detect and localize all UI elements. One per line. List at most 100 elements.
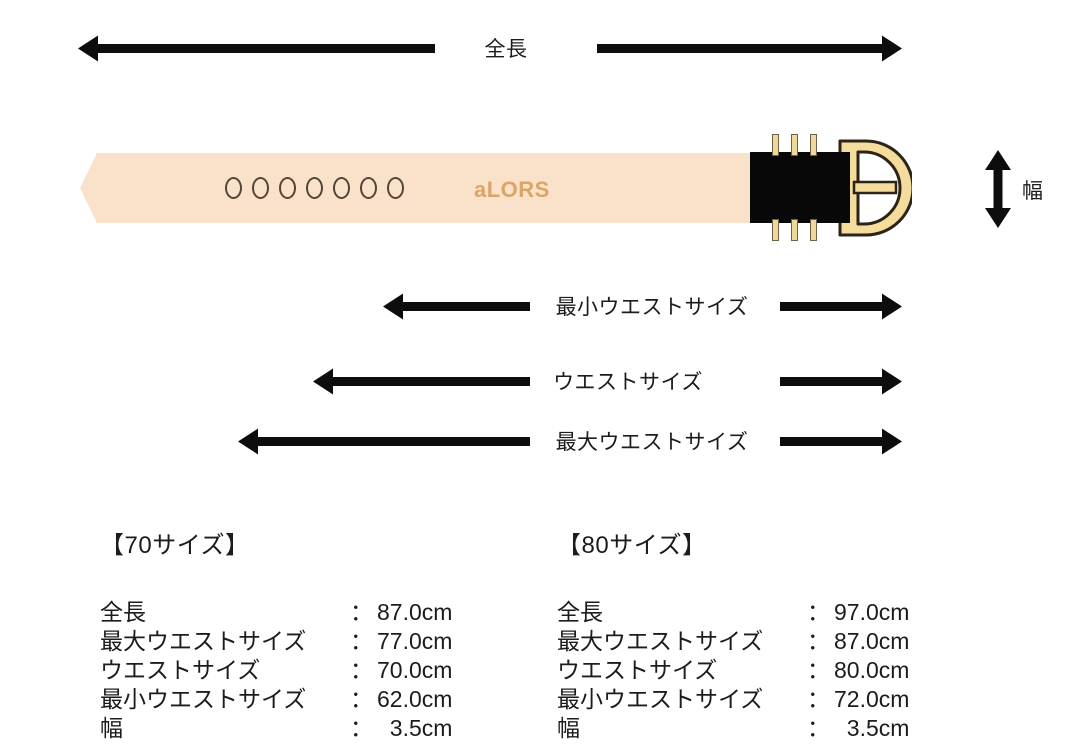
waist-right-arrow	[780, 368, 902, 394]
arrowhead-down-icon	[985, 208, 1011, 228]
belt-stitch-top	[791, 134, 798, 156]
belt-stitch-bottom	[772, 219, 779, 241]
arrow-shaft	[597, 43, 884, 53]
spec-row: 幅 ： 3.5cm	[100, 714, 452, 743]
arrow-shaft	[256, 436, 530, 446]
belt-buckle-dring-icon	[838, 139, 912, 237]
spec-value: 87.0cm	[834, 628, 910, 654]
spec-label: 最大ウエストサイズ	[557, 628, 764, 654]
spec-value: 77.0cm	[377, 628, 453, 654]
spec-value: 70.0cm	[377, 657, 453, 683]
arrow-shaft	[96, 43, 435, 53]
spec-block-80: 【80サイズ】 全長 ： 97.0cm 最大ウエストサイズ ： 87.0cm ウ…	[557, 525, 909, 743]
belt-hole	[306, 177, 323, 199]
min-waist-label: 最小ウエストサイズ	[555, 296, 749, 319]
belt-stitch-bottom	[810, 219, 817, 241]
max-waist-left-arrow	[238, 428, 530, 454]
total-length-right-arrow	[597, 35, 902, 61]
spec-value: 80.0cm	[834, 657, 910, 683]
spec-row: ウエストサイズ ： 80.0cm	[557, 656, 909, 685]
arrowhead-left-icon	[383, 293, 403, 319]
spec-table-70: 全長 ： 87.0cm 最大ウエストサイズ ： 77.0cm ウエストサイズ ：…	[100, 598, 452, 743]
width-indicator-arrow	[985, 150, 1011, 228]
belt-hole	[387, 177, 404, 199]
spec-row: 最小ウエストサイズ ： 62.0cm	[100, 685, 452, 714]
arrow-shaft	[780, 376, 884, 386]
spec-label: 幅	[100, 715, 123, 741]
arrowhead-right-icon	[882, 293, 902, 319]
belt-stitch-top	[772, 134, 779, 156]
spec-label: 全長	[100, 599, 146, 625]
spec-value: 97.0cm	[834, 599, 910, 625]
spec-heading-80: 【80サイズ】	[557, 532, 707, 559]
spec-value: 3.5cm	[846, 715, 910, 741]
spec-row: 全長 ： 97.0cm	[557, 598, 909, 627]
width-indicator-label: 幅	[1022, 180, 1043, 203]
dimension-row-max-waist: 最大ウエストサイズ	[0, 426, 1080, 456]
spec-value: 72.0cm	[834, 686, 910, 712]
spec-label: 幅	[557, 715, 580, 741]
spec-colon: ：	[350, 715, 373, 741]
spec-label: 最小ウエストサイズ	[557, 686, 764, 712]
dimension-row-waist: ウエストサイズ	[0, 366, 1080, 396]
dimension-row-total-length: 全長	[0, 33, 1080, 63]
arrowhead-left-icon	[78, 35, 98, 61]
spec-colon: ：	[807, 599, 830, 625]
spec-row: 最大ウエストサイズ ： 77.0cm	[100, 627, 452, 656]
waist-left-arrow	[313, 368, 530, 394]
spec-table-80: 全長 ： 97.0cm 最大ウエストサイズ ： 87.0cm ウエストサイズ ：…	[557, 598, 909, 743]
spec-colon: ：	[350, 686, 373, 712]
belt-brand-text: aLORS	[474, 177, 550, 202]
min-waist-right-arrow	[780, 293, 902, 319]
spec-value: 87.0cm	[377, 599, 453, 625]
spec-colon: ：	[350, 599, 373, 625]
belt-hole	[279, 177, 296, 199]
max-waist-label: 最大ウエストサイズ	[555, 431, 749, 454]
spec-label: ウエストサイズ	[100, 657, 261, 683]
spec-colon: ：	[807, 715, 830, 741]
belt-keeper-overlap	[820, 152, 850, 223]
arrow-shaft	[331, 376, 530, 386]
total-length-label: 全長	[484, 38, 528, 61]
spec-block-70: 【70サイズ】 全長 ： 87.0cm 最大ウエストサイズ ： 77.0cm ウ…	[100, 525, 452, 743]
spec-row: 最大ウエストサイズ ： 87.0cm	[557, 627, 909, 656]
spec-value: 62.0cm	[377, 686, 453, 712]
waist-label: ウエストサイズ	[553, 371, 703, 394]
spec-label: 全長	[557, 599, 603, 625]
spec-row: 全長 ： 87.0cm	[100, 598, 452, 627]
spec-colon: ：	[807, 628, 830, 654]
spec-label: 最小ウエストサイズ	[100, 686, 307, 712]
belt-hole	[252, 177, 269, 199]
belt-hole	[225, 177, 242, 199]
min-waist-left-arrow	[383, 293, 530, 319]
spec-colon: ：	[807, 657, 830, 683]
total-length-left-arrow	[78, 35, 435, 61]
belt-hole	[333, 177, 350, 199]
arrowhead-left-icon	[313, 368, 333, 394]
spec-colon: ：	[807, 686, 830, 712]
belt-hole	[360, 177, 377, 199]
belt-stitch-top	[810, 134, 817, 156]
arrow-shaft	[780, 301, 884, 311]
belt-strap-body	[96, 153, 776, 223]
belt-tip	[80, 153, 97, 223]
spec-row: ウエストサイズ ： 70.0cm	[100, 656, 452, 685]
arrowhead-right-icon	[882, 428, 902, 454]
max-waist-right-arrow	[780, 428, 902, 454]
spec-colon: ：	[350, 628, 373, 654]
arrowhead-right-icon	[882, 35, 902, 61]
spec-heading-70: 【70サイズ】	[100, 532, 250, 559]
dimension-row-min-waist: 最小ウエストサイズ	[0, 291, 1080, 321]
arrowhead-left-icon	[238, 428, 258, 454]
spec-row: 最小ウエストサイズ ： 72.0cm	[557, 685, 909, 714]
arrow-shaft-vertical	[993, 160, 1003, 218]
arrow-shaft	[780, 436, 884, 446]
spec-value: 3.5cm	[389, 715, 453, 741]
spec-label: 最大ウエストサイズ	[100, 628, 307, 654]
arrow-shaft	[401, 301, 530, 311]
arrowhead-right-icon	[882, 368, 902, 394]
belt-stitch-bottom	[791, 219, 798, 241]
spec-colon: ：	[350, 657, 373, 683]
spec-row: 幅 ： 3.5cm	[557, 714, 909, 743]
